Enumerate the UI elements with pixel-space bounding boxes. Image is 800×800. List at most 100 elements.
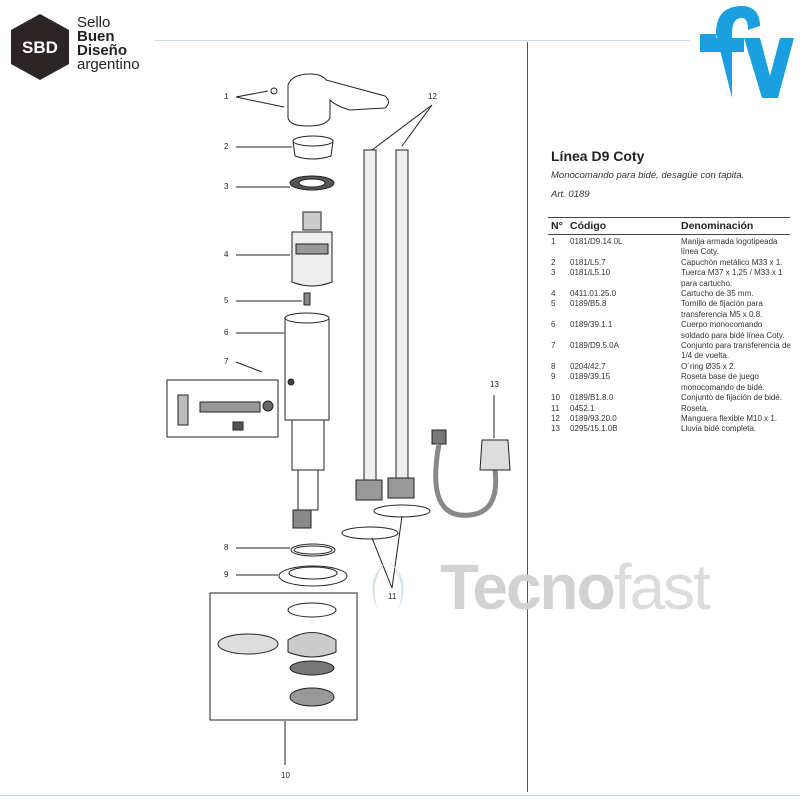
part-name: Manija armada logotipeada línea Coty. — [681, 237, 778, 257]
sbd-line3: Diseño — [77, 42, 128, 59]
part-code: 0411.01.25.0 — [570, 289, 617, 299]
part-code: 0181/L5.10 — [570, 268, 611, 278]
sbd-line4: argentino — [77, 56, 140, 73]
part-code: 0295/15.1.0B — [570, 424, 618, 434]
part-oring — [236, 543, 336, 557]
parts-table: N° Código Denominación 1 0181/D9.14.0L Man… — [548, 217, 791, 435]
part-body — [236, 312, 330, 529]
part-code: 0204/42.7 — [570, 361, 606, 371]
part-name: Roseta. — [681, 403, 709, 413]
part-name: Capuchón metálico M33 x 1. — [681, 257, 783, 267]
part-number: 1 — [551, 237, 556, 246]
part-name: Manguera flexible M10 x 1. — [681, 413, 778, 423]
callout-2: 2 — [224, 142, 229, 151]
part-handle — [235, 73, 389, 127]
part-cartridge — [236, 211, 333, 287]
part-name: Roseta base de juego monocomando de bidé… — [681, 372, 765, 392]
part-number: 12 — [551, 413, 560, 423]
table-row: 10 0189/B1.8.0 Conjunto de fijación de bid… — [548, 393, 790, 403]
part-code: 0189/D9.5.0A — [570, 341, 619, 351]
callout-7: 7 — [224, 357, 229, 366]
part-screw — [236, 292, 311, 306]
table-row: 1 0181/D9.14.0L Manija armada logotipeada … — [548, 237, 790, 258]
part-number: 9 — [551, 372, 556, 382]
callout-3: 3 — [224, 182, 229, 191]
table-row: 5 0189/B5.8 Tornillo de fijación para tran… — [548, 299, 790, 320]
table-header: N° Código Denominación — [548, 217, 790, 235]
header-divider — [155, 40, 690, 41]
table-row: 3 0181/L5.10 Tuerca M37 x 1,25 / M33 x 1 p… — [548, 268, 790, 289]
sbd-wordmark: Sello Buen Diseño argentino — [77, 14, 140, 73]
part-code: 0189/39.1.1 — [570, 320, 613, 330]
watermark-light: fast — [613, 551, 711, 623]
table-row: 2 0181/L5.7 Capuchón metálico M33 x 1. — [548, 258, 790, 268]
part-number: 4 — [551, 289, 556, 299]
table-row: 12 0189/93.20.0 Manguera flexible M10 x 1. — [548, 414, 790, 424]
callout-8: 8 — [224, 543, 229, 552]
part-name: O´ring Ø35 x 2. — [681, 361, 736, 371]
part-name: Tuerca M37 x 1,25 / M33 x 1 para cartuch… — [681, 268, 783, 288]
part-base-rosette — [236, 565, 348, 587]
part-code: 0452.1 — [570, 403, 595, 413]
part-number: 6 — [551, 320, 556, 330]
header-name: Denominación — [681, 220, 754, 232]
part-name: Conjunto de fijación de bidé. — [681, 393, 782, 403]
callout-10: 10 — [281, 771, 290, 780]
part-name: Tornillo de fijación para transferencia … — [681, 299, 763, 319]
callout-11: 11 — [388, 592, 397, 601]
header-num: N° — [551, 220, 563, 232]
column-divider — [527, 42, 528, 792]
product-subtitle: Monocomando para bidé, desagüe con tapit… — [551, 170, 745, 181]
article-number: Art. 0189 — [551, 189, 590, 200]
part-code: 0181/L5.7 — [570, 257, 606, 267]
callout-4: 4 — [224, 250, 229, 259]
part-name: Conjunto para transferencia de 1/4 de vu… — [681, 341, 791, 361]
table-row: 11 0452.1 Roseta. — [548, 404, 790, 414]
part-cap — [236, 135, 334, 160]
tecnofast-leaf-icon — [372, 560, 404, 610]
part-code: 0189/B1.8.0 — [570, 393, 614, 403]
part-number: 13 — [551, 424, 560, 434]
part-code: 0189/93.20.0 — [570, 413, 617, 423]
sbd-logo: SBD — [11, 14, 69, 80]
sbd-mark: SBD — [22, 38, 58, 57]
table-row: 6 0189/39.1.1 Cuerpo monocomando soldado p… — [548, 320, 790, 341]
part-transfer-set — [166, 361, 279, 438]
callout-6: 6 — [224, 328, 229, 337]
part-number: 11 — [551, 403, 560, 413]
part-nut — [236, 175, 335, 191]
table-row: 4 0411.01.25.0 Cartucho de 35 mm. — [548, 289, 790, 299]
callout-5: 5 — [224, 296, 229, 305]
part-name: Cuerpo monocomando soldado para bidé lín… — [681, 320, 785, 340]
footer-divider — [0, 795, 800, 796]
part-fixing-set — [209, 592, 358, 765]
table-row: 13 0295/15.1.0B Lluvia bidé completa. — [548, 424, 790, 434]
callout-1: 1 — [224, 92, 229, 101]
part-code: 0181/D9.14.0L — [570, 237, 623, 246]
part-number: 3 — [551, 268, 556, 278]
part-number: 2 — [551, 257, 556, 267]
sbd-line1: Sello — [77, 14, 111, 31]
part-rosettes — [341, 504, 431, 589]
part-name: Lluvia bidé completa. — [681, 424, 757, 434]
callout-9: 9 — [224, 570, 229, 579]
part-hoses — [355, 104, 433, 501]
part-code: 0189/B5.8 — [570, 299, 607, 309]
part-name: Cartucho de 35 mm. — [681, 289, 754, 299]
part-bidet-shower — [431, 395, 511, 518]
sbd-line2: Buen — [77, 28, 115, 45]
exploded-diagram — [166, 73, 511, 765]
table-row: 9 0189/39.15 Roseta base de juego monocoma… — [548, 372, 790, 393]
header-code: Código — [570, 220, 607, 232]
watermark-bold: Tecno — [440, 551, 616, 623]
part-number: 10 — [551, 393, 560, 403]
callout-12: 12 — [428, 92, 437, 101]
callout-13: 13 — [490, 380, 499, 389]
fv-logo — [700, 6, 794, 98]
part-number: 5 — [551, 299, 556, 309]
tecnofast-watermark: Tecnofast — [440, 550, 711, 624]
product-title: Línea D9 Coty — [551, 148, 645, 164]
part-code: 0189/39.15 — [570, 372, 611, 382]
